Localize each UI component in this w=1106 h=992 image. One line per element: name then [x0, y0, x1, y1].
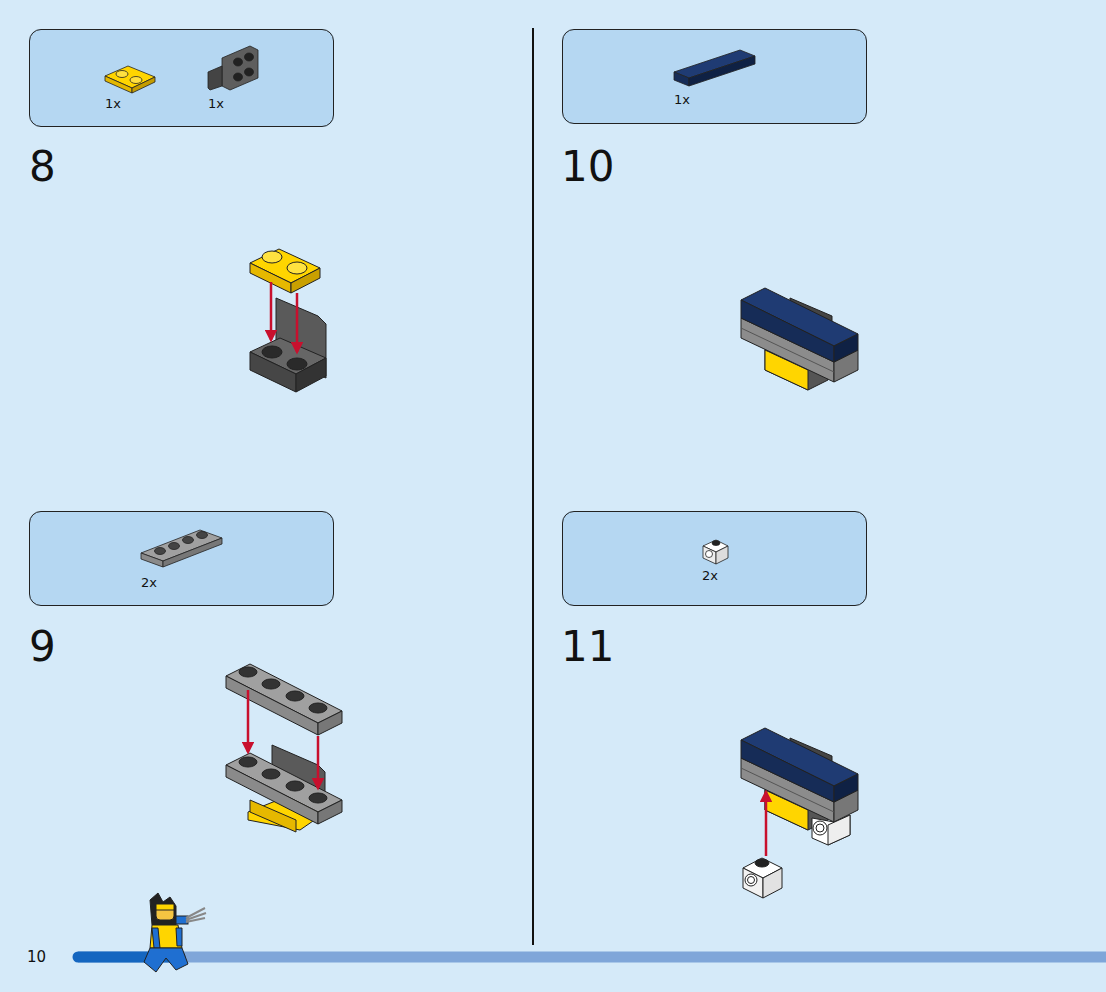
- step-11-model: [741, 728, 858, 898]
- parts-callout: 1x: [562, 29, 867, 124]
- parts-callout: 2x: [562, 511, 867, 606]
- minifigure: [144, 893, 206, 972]
- step-number: 10: [561, 146, 614, 188]
- progress-bar: [78, 952, 1106, 963]
- column-divider: [532, 28, 534, 945]
- part-icons: [105, 46, 755, 567]
- part-count: 1x: [208, 96, 224, 111]
- part-count: 2x: [702, 568, 718, 583]
- part-count: 1x: [674, 92, 690, 107]
- step-number: 11: [561, 626, 614, 668]
- page-number: 10: [27, 950, 46, 965]
- parts-callout: 2x: [29, 511, 334, 606]
- step-number: 8: [29, 146, 56, 188]
- step-9-model: [226, 664, 342, 832]
- part-count: 2x: [141, 575, 157, 590]
- part-count: 1x: [105, 96, 121, 111]
- parts-callout: 1x 1x: [29, 29, 334, 127]
- step-number: 9: [29, 626, 56, 668]
- callout-fill: [29, 29, 867, 606]
- step-8-model: [250, 249, 326, 392]
- step-10-model: [741, 288, 858, 390]
